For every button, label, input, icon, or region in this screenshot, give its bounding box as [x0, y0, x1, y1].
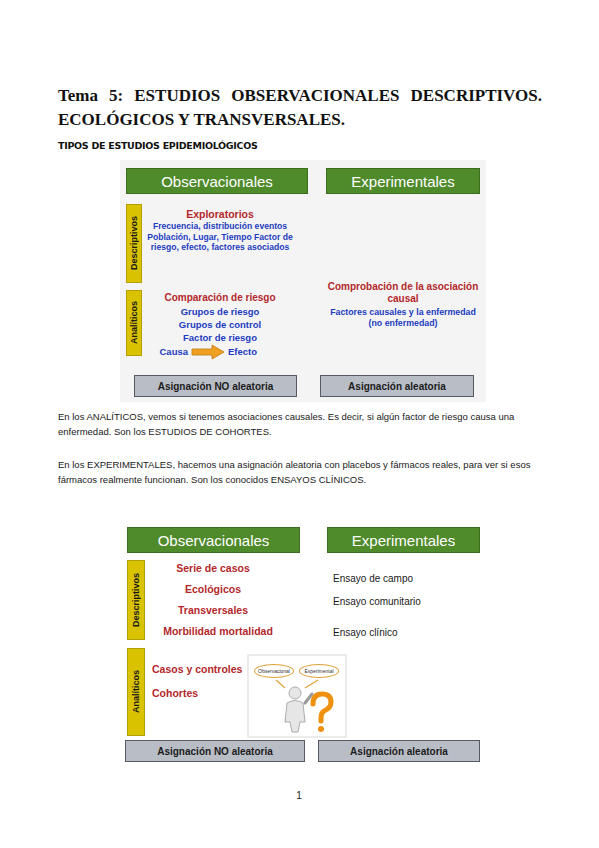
concept-oval: Experimental	[299, 664, 339, 678]
diagram-text: Cohortes	[152, 687, 244, 699]
diagram-text: Factores causales y la enfermedad (no en…	[323, 307, 483, 328]
node-text: Descriptivos	[131, 573, 141, 627]
diagram-text: Morbilidad mortalidad	[148, 625, 288, 637]
diagram-text: Comprobación de la asociación causal	[323, 281, 483, 305]
vertical-band: Descriptivos	[126, 204, 142, 283]
category-header: Observacionales	[126, 168, 308, 194]
diagram-text: Frecuencia, distribución eventos Poblaci…	[135, 221, 305, 253]
concept-oval: Observacional	[254, 664, 294, 678]
category-header: Experimentales	[327, 527, 480, 553]
category-header: Observacionales	[127, 527, 300, 553]
assignment-box: Asignación NO aleatoria	[134, 375, 297, 397]
figure-ground	[120, 160, 486, 402]
vertical-band: Analíticos	[127, 648, 145, 736]
vertical-band: Analíticos	[126, 290, 142, 356]
node-text: Asignación aleatoria	[350, 746, 448, 757]
diagram-text: Factor de riesgo	[140, 332, 300, 344]
figure-ground	[120, 520, 486, 768]
node-text: Asignación aleatoria	[348, 381, 446, 392]
diagram-text: Grupos de control	[140, 319, 300, 331]
node-text: Observacional	[258, 668, 290, 674]
diagram-text: Ecológicos	[148, 583, 278, 595]
diagram-text: Ensayo de campo	[333, 573, 473, 585]
diagram-text: Grupos de riesgo	[140, 306, 300, 318]
assignment-box: Asignación aleatoria	[318, 740, 480, 762]
node-text: Observacionales	[158, 532, 270, 549]
causa-efecto-arrow	[192, 345, 224, 359]
node-text: Asignación NO aleatoria	[157, 746, 273, 757]
node-text: Experimental	[304, 668, 333, 674]
body-paragraph: En los ANALÍTICOS, vemos si tenemos asoc…	[58, 409, 546, 439]
question-illustration	[248, 655, 346, 737]
diagram-text: Comparación de riesgo	[140, 292, 300, 304]
node-text: Experimentales	[352, 532, 455, 549]
diagram-text: TIPOS DE ESTUDIOS EPIDEMIOLÓGICOS	[58, 140, 538, 152]
node-text: Experimentales	[351, 173, 454, 190]
diagram-text: Exploratorios	[140, 208, 300, 220]
diagram-text: Ensayo clínico	[333, 627, 473, 639]
node-text: Analíticos	[129, 301, 139, 344]
diagram-text: Serie de casos	[148, 562, 278, 574]
vertical-band: Descriptivos	[127, 560, 145, 640]
diagram-text: Transversales	[148, 604, 278, 616]
diagram-text: Causa	[148, 346, 188, 358]
node-text: Descriptivos	[129, 216, 139, 270]
page-number: 1	[279, 790, 319, 802]
category-header: Experimentales	[326, 168, 480, 194]
node-text: Analíticos	[131, 670, 141, 713]
diagram-text: Efecto	[228, 346, 278, 358]
page-title: Tema 5: ESTUDIOS OBSERVACIONALES DESCRIP…	[58, 84, 542, 132]
diagram-text: Casos y controles	[152, 663, 244, 675]
diagram-text: Ensayo comunitario	[333, 596, 473, 608]
assignment-box: Asignación aleatoria	[320, 375, 474, 397]
node-text: Asignación NO aleatoria	[158, 381, 274, 392]
assignment-box: Asignación NO aleatoria	[125, 740, 305, 762]
node-text: Observacionales	[161, 173, 273, 190]
body-paragraph: En los EXPERIMENTALES, hacemos una asign…	[58, 457, 546, 487]
